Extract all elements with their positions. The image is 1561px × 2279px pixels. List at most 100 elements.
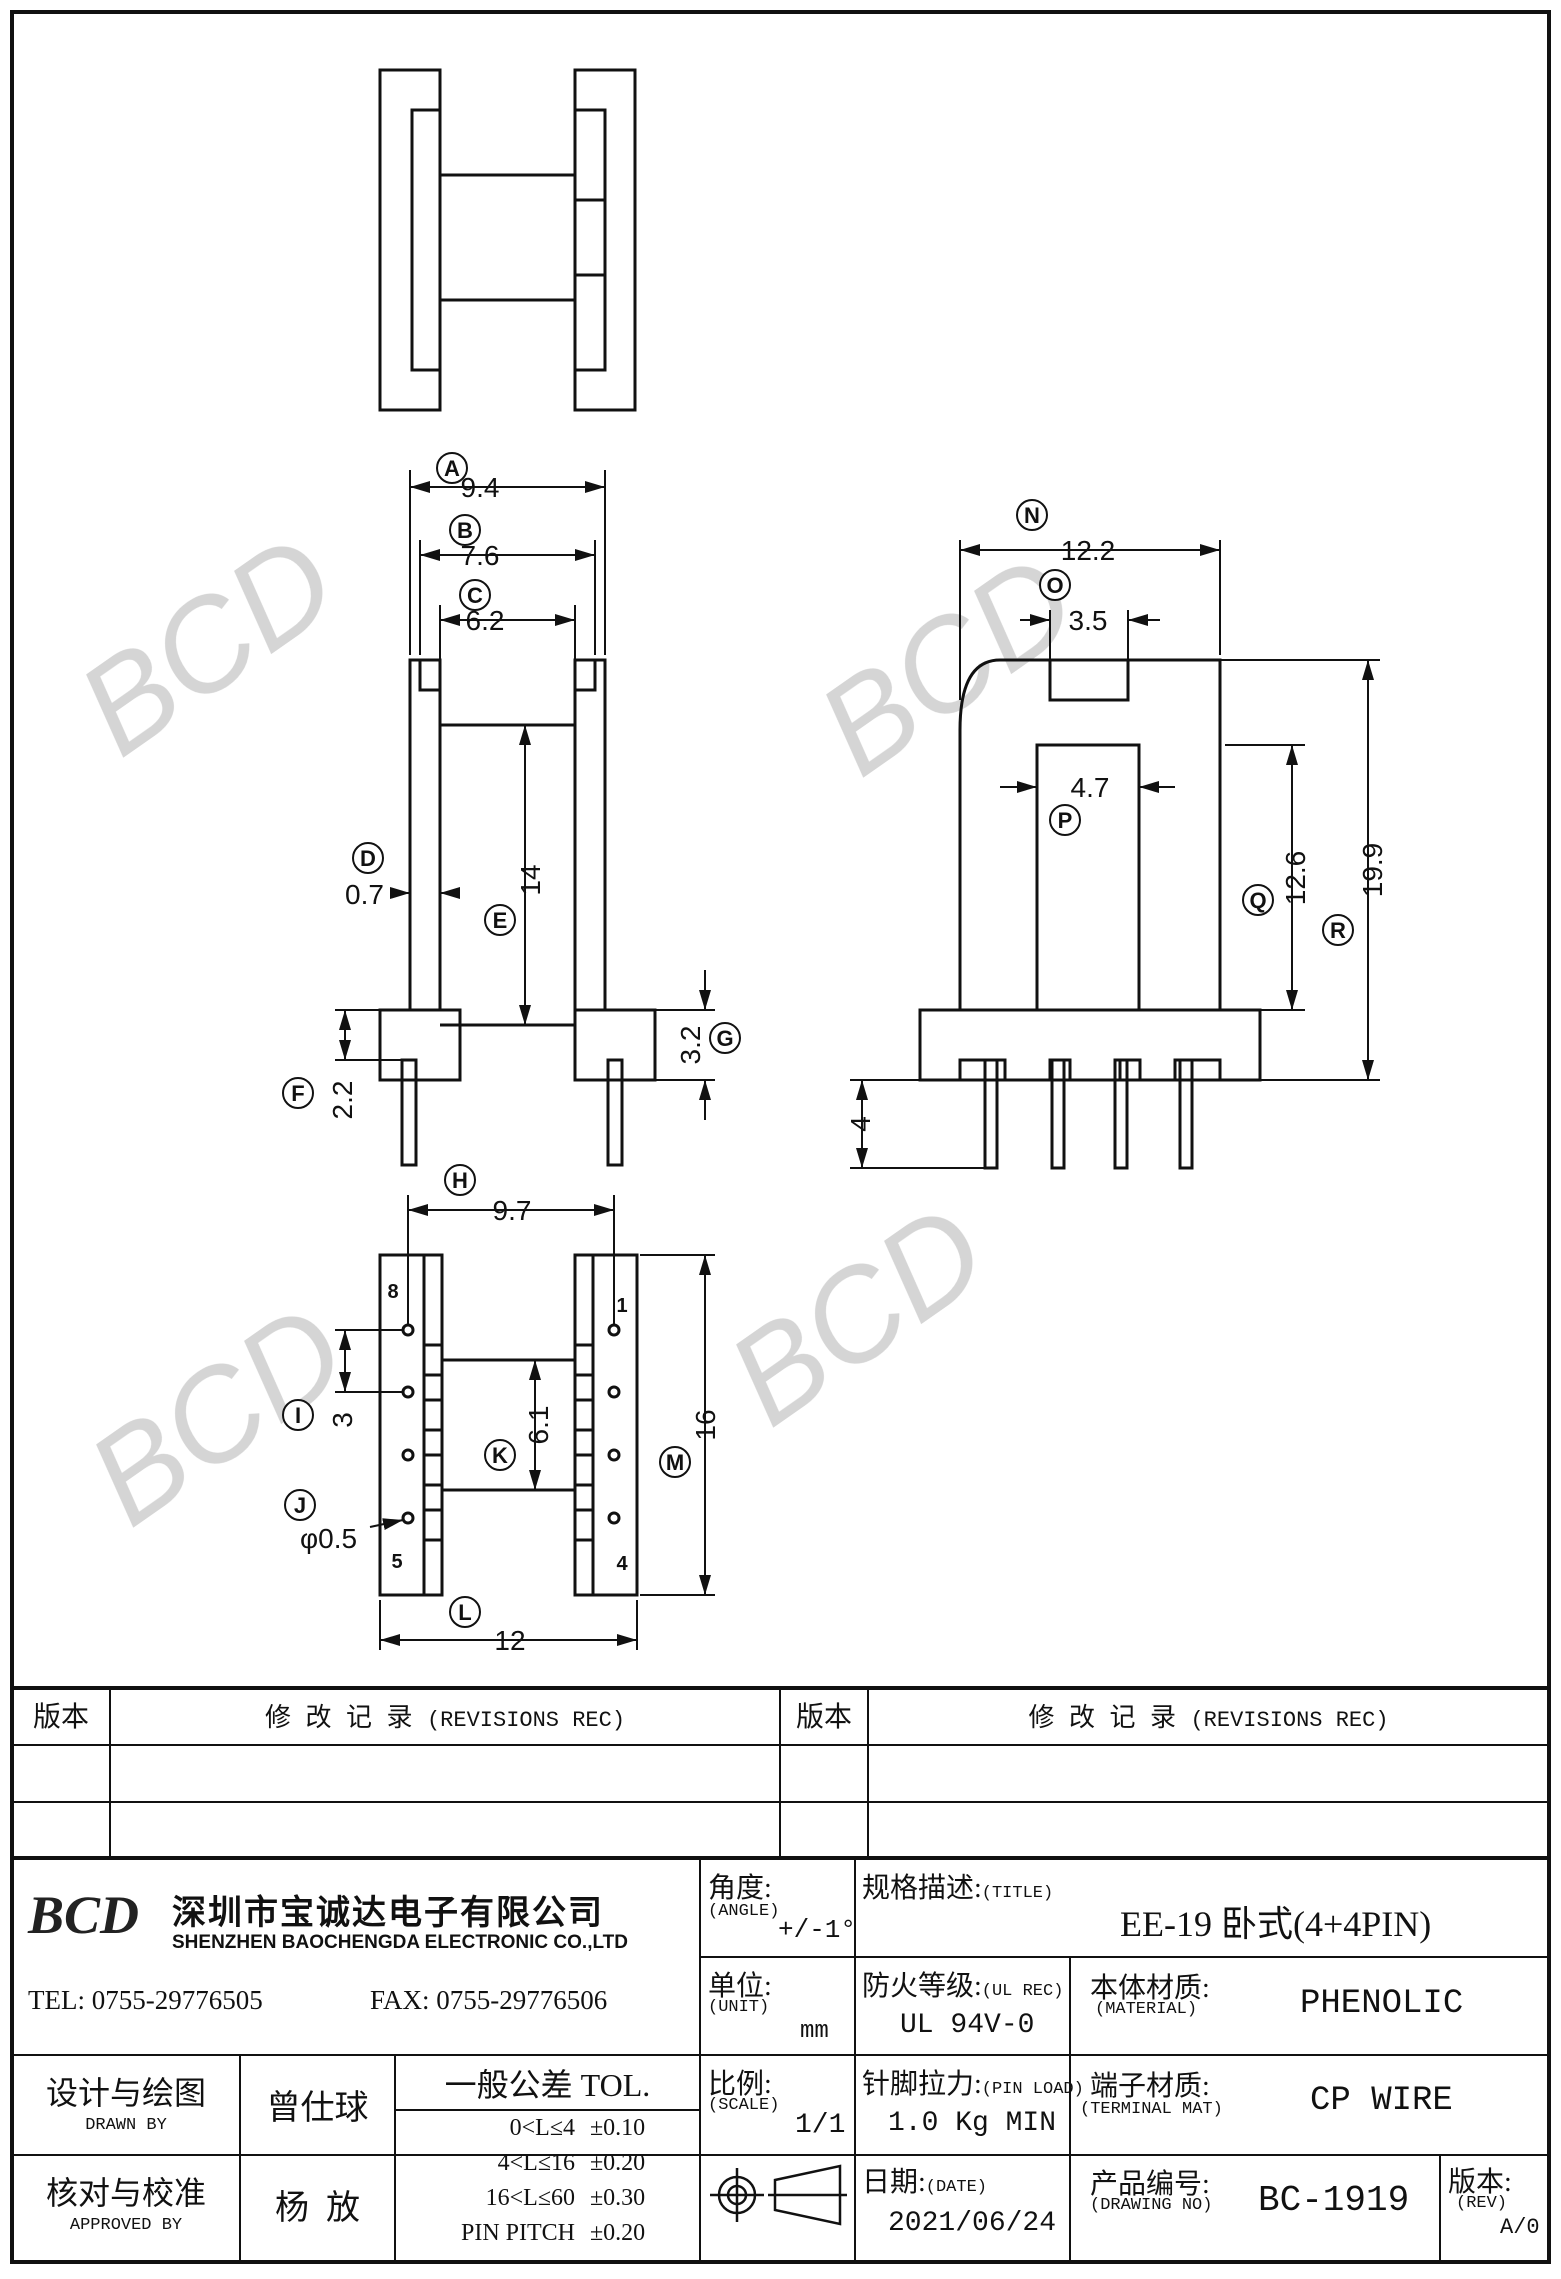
- svg-text:H: H: [452, 1168, 468, 1193]
- bottom-view: [378, 1253, 639, 1597]
- svg-text:O: O: [1046, 573, 1063, 598]
- angle-value: +/-1°: [778, 1915, 857, 1945]
- revision-rec-label-en: (REVISIONS REC): [1190, 1708, 1389, 1733]
- svg-text:3.2: 3.2: [675, 1026, 706, 1065]
- callout-h: H: [444, 1164, 476, 1196]
- callout-p: P: [1049, 804, 1081, 836]
- company-fax: FAX: 0755-29776506: [370, 1985, 608, 2015]
- terminal-label: 端子材质:: [1090, 2071, 1210, 2102]
- svg-text:6.1: 6.1: [523, 1406, 554, 1445]
- pin-number-5: 5: [391, 1551, 402, 1573]
- revision-rec-header-right: 修 改 记 录 (REVISIONS REC): [868, 1690, 1549, 1745]
- pin-number-8: 8: [387, 1281, 398, 1303]
- side-dimension-labels: 12.2 3.5 4.7 12.6 19.9 4: [845, 535, 1388, 1132]
- approved-label-en: APPROVED BY: [69, 2216, 183, 2235]
- date-label-en: (DATE): [925, 2178, 987, 2197]
- material-label-en: (MATERIAL): [1095, 2000, 1198, 2019]
- svg-text:K: K: [492, 1443, 508, 1468]
- angle-label: 角度:: [708, 1873, 772, 1904]
- revision-rec-label-en: (REVISIONS REC): [426, 1708, 626, 1733]
- callout-q: Q: [1242, 884, 1274, 916]
- svg-text:4: 4: [845, 1116, 876, 1132]
- unit-label-en: (UNIT): [708, 1998, 770, 2017]
- svg-text:4.7: 4.7: [1071, 772, 1110, 803]
- svg-text:F: F: [291, 1081, 304, 1106]
- svg-text:N: N: [1024, 503, 1040, 528]
- title-value: EE-19 卧式(4+4PIN): [1120, 1904, 1432, 1944]
- svg-text:φ0.5: φ0.5: [300, 1523, 357, 1554]
- title-label-cn: 规格描述:: [862, 1873, 982, 1904]
- callout-a: A: [436, 452, 468, 484]
- svg-text:12: 12: [494, 1625, 525, 1656]
- revision-rec-label: 修 改 记 录: [1028, 1703, 1180, 1732]
- title-block-grid: [12, 1686, 1549, 2262]
- callout-e: E: [484, 904, 516, 936]
- svg-text:0.7: 0.7: [345, 879, 384, 910]
- side-dimensions: [850, 540, 1380, 1169]
- company-logo: BCD: [28, 1885, 140, 1945]
- scale-label: 比例:: [708, 2069, 772, 2100]
- angle-label-en: (ANGLE): [708, 1902, 780, 1921]
- svg-text:3.5: 3.5: [1069, 605, 1108, 636]
- svg-text:J: J: [294, 1493, 306, 1518]
- callout-n: N: [1016, 499, 1048, 531]
- front-dimension-labels: 9.4 7.6 6.2 0.7 14 2.2 3.2: [327, 472, 706, 1119]
- tolerance-value: ±0.20: [590, 2220, 646, 2246]
- callout-markers: A BCD E F G H I J K L M N O P Q R: [282, 452, 1354, 1628]
- pin-load-label-cn: 针脚拉力:: [862, 2069, 982, 2100]
- title-label-en: (TITLE): [981, 1884, 1054, 1903]
- drawn-by-value: 曾仕球: [266, 2090, 369, 2127]
- company-name-en: SHENZHEN BAOCHENGDA ELECTRONIC CO.,LTD: [172, 1932, 628, 1953]
- svg-text:12.6: 12.6: [1280, 851, 1311, 906]
- terminal-value: CP WIRE: [1310, 2082, 1453, 2120]
- svg-text:R: R: [1330, 918, 1346, 943]
- tolerance-value: ±0.10: [590, 2115, 646, 2141]
- company-name-cn: 深圳市宝诚达电子有限公司: [172, 1893, 604, 1933]
- unit-label: 单位:: [708, 1971, 772, 2002]
- projection-symbol: [710, 2164, 847, 2226]
- drawn-label-en: DRAWN BY: [85, 2116, 167, 2135]
- material-label: 本体材质:: [1090, 1973, 1210, 2004]
- svg-text:Q: Q: [1249, 888, 1266, 913]
- callout-i: I: [282, 1399, 314, 1431]
- callout-k: K: [484, 1439, 516, 1471]
- bottom-dimensions: [335, 1195, 715, 1650]
- callout-c: C: [459, 579, 491, 611]
- tolerance-value: ±0.20: [590, 2150, 646, 2176]
- ul-label: 防火等级:(UL REC): [862, 1964, 1063, 2004]
- tolerance-range: PIN PITCH: [460, 2220, 575, 2246]
- svg-text:M: M: [666, 1450, 684, 1475]
- svg-text:BCD: BCD: [792, 526, 1101, 803]
- watermark: BCD BCD BCD BCD: [52, 506, 1101, 1553]
- ul-label-en: (UL REC): [981, 1982, 1064, 2001]
- svg-text:G: G: [716, 1026, 733, 1051]
- tolerance-value: ±0.30: [590, 2185, 646, 2211]
- svg-text:C: C: [467, 583, 483, 608]
- svg-text:12.2: 12.2: [1061, 535, 1116, 566]
- approved-by-value: 杨 放: [275, 2190, 360, 2227]
- svg-text:BCD: BCD: [52, 506, 361, 783]
- material-value: PHENOLIC: [1300, 1985, 1464, 2023]
- revision-rec-header-left: 修 改 记 录 (REVISIONS REC): [110, 1690, 780, 1745]
- front-view: [378, 658, 657, 1167]
- title-label: 规格描述:(TITLE): [862, 1866, 1053, 1906]
- side-view: [918, 658, 1262, 1170]
- scale-value: 1/1: [795, 2110, 846, 2141]
- drawing-no-label-en: (DRAWING NO): [1090, 2196, 1213, 2215]
- svg-text:9.7: 9.7: [493, 1195, 532, 1226]
- date-value: 2021/06/24: [888, 2208, 1057, 2239]
- callout-b: B: [449, 514, 481, 546]
- tolerance-range: 0<L≤4: [509, 2115, 575, 2141]
- callout-j: J: [284, 1489, 316, 1521]
- date-label-cn: 日期:: [862, 2167, 926, 2198]
- drawing-no-label: 产品编号:: [1090, 2169, 1210, 2200]
- callout-o: O: [1039, 569, 1071, 601]
- svg-text:2.2: 2.2: [327, 1081, 358, 1120]
- svg-text:19.9: 19.9: [1357, 843, 1388, 898]
- drawn-label: 设计与绘图: [45, 2075, 206, 2111]
- svg-text:16: 16: [690, 1409, 721, 1440]
- callout-l: L: [449, 1596, 481, 1628]
- ul-label-cn: 防火等级:: [862, 1971, 982, 2002]
- tolerance-title: 一般公差 TOL.: [444, 2067, 651, 2103]
